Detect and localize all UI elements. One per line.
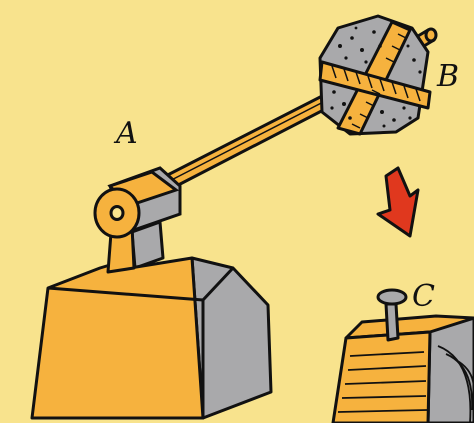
label-nail: C [412, 279, 435, 314]
stone-weight [320, 16, 436, 134]
lever-arm [150, 92, 337, 196]
down-left-arrow-icon [378, 168, 418, 236]
pivot-axle [95, 168, 180, 237]
label-weight: B [436, 59, 459, 94]
pivot-base [32, 220, 271, 418]
label-pivot: A [113, 116, 138, 151]
wood-block [333, 316, 474, 423]
